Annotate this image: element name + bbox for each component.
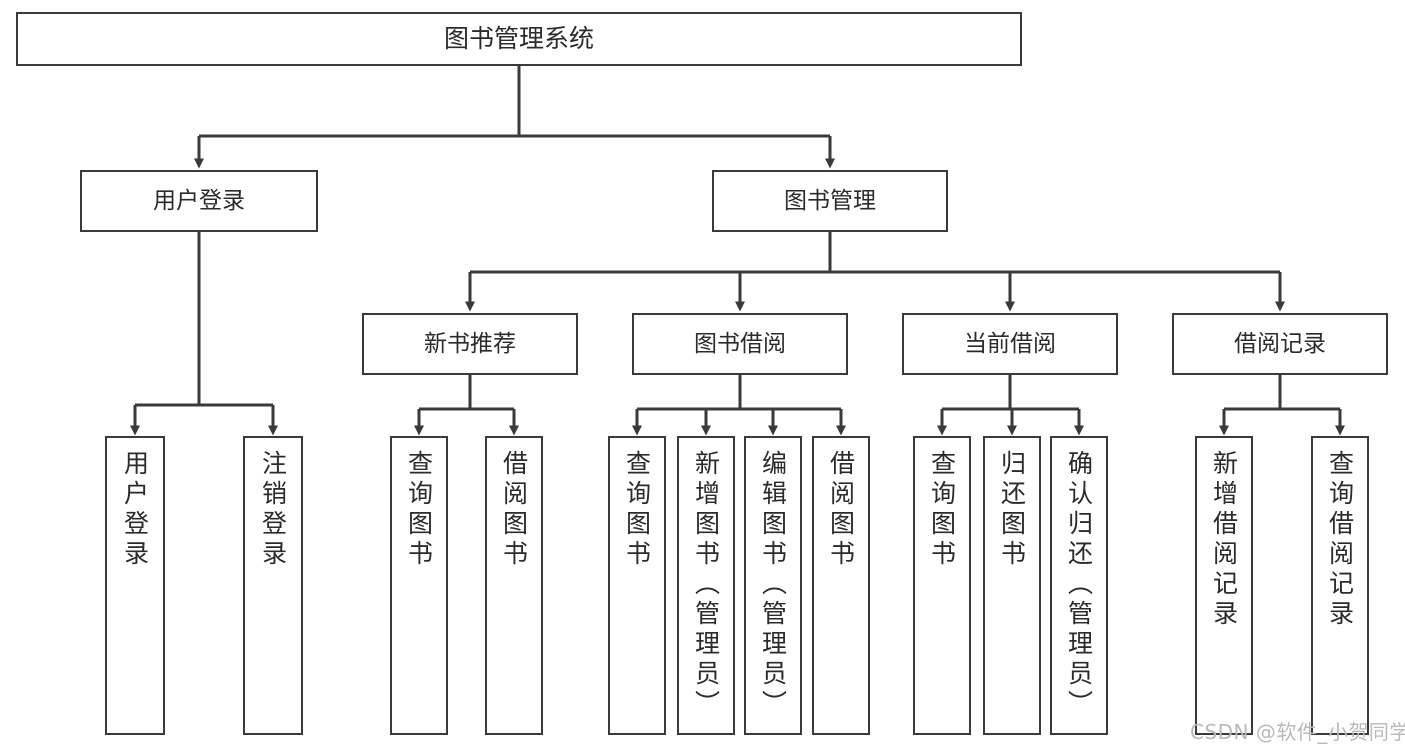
node-borrow-record[interactable]: 借阅记录 bbox=[1172, 313, 1388, 375]
node-label: 新增图书（管理员） bbox=[691, 450, 721, 720]
node-label: 确认归还（管理员） bbox=[1064, 450, 1094, 720]
node-leaf-borrow-book-2[interactable]: 借阅图书 bbox=[812, 436, 870, 735]
node-label: 用户登录 bbox=[153, 187, 245, 214]
node-leaf-logout-login[interactable]: 注销登录 bbox=[243, 436, 303, 735]
node-leaf-query-book-3[interactable]: 查询图书 bbox=[913, 436, 971, 735]
node-root-system[interactable]: 图书管理系统 bbox=[16, 12, 1022, 66]
node-label: 查询图书 bbox=[404, 450, 434, 570]
node-leaf-return-book[interactable]: 归还图书 bbox=[983, 436, 1041, 735]
node-leaf-borrow-book-1[interactable]: 借阅图书 bbox=[485, 436, 543, 735]
node-leaf-query-borrow-record[interactable]: 查询借阅记录 bbox=[1311, 436, 1369, 735]
node-label: 借阅图书 bbox=[826, 450, 856, 570]
node-label: 借阅记录 bbox=[1234, 330, 1326, 357]
node-label: 查询图书 bbox=[927, 450, 957, 570]
node-label: 新增借阅记录 bbox=[1209, 450, 1239, 630]
node-label: 归还图书 bbox=[997, 450, 1027, 570]
node-label: 注销登录 bbox=[258, 450, 288, 570]
node-label: 用户登录 bbox=[120, 450, 150, 570]
node-label: 新书推荐 bbox=[424, 330, 516, 357]
node-leaf-query-book-2[interactable]: 查询图书 bbox=[608, 436, 666, 735]
node-label: 图书借阅 bbox=[694, 330, 786, 357]
node-leaf-user-login[interactable]: 用户登录 bbox=[105, 436, 165, 735]
node-leaf-query-book-1[interactable]: 查询图书 bbox=[390, 436, 448, 735]
node-user-login[interactable]: 用户登录 bbox=[80, 170, 318, 232]
node-label: 查询图书 bbox=[622, 450, 652, 570]
node-new-book-recommend[interactable]: 新书推荐 bbox=[362, 313, 578, 375]
node-leaf-edit-book-admin[interactable]: 编辑图书（管理员） bbox=[744, 436, 802, 735]
node-leaf-add-borrow-record[interactable]: 新增借阅记录 bbox=[1195, 436, 1253, 735]
node-book-management[interactable]: 图书管理 bbox=[712, 170, 948, 232]
node-leaf-add-book-admin[interactable]: 新增图书（管理员） bbox=[677, 436, 735, 735]
node-label: 图书管理 bbox=[784, 187, 876, 214]
node-leaf-confirm-return-admin[interactable]: 确认归还（管理员） bbox=[1050, 436, 1108, 735]
node-label: 图书管理系统 bbox=[443, 23, 594, 53]
node-label: 查询借阅记录 bbox=[1325, 450, 1355, 630]
node-book-borrow[interactable]: 图书借阅 bbox=[632, 313, 848, 375]
node-label: 借阅图书 bbox=[499, 450, 529, 570]
node-label: 编辑图书（管理员） bbox=[758, 450, 788, 720]
node-label: 当前借阅 bbox=[964, 330, 1056, 357]
node-current-borrow[interactable]: 当前借阅 bbox=[902, 313, 1118, 375]
